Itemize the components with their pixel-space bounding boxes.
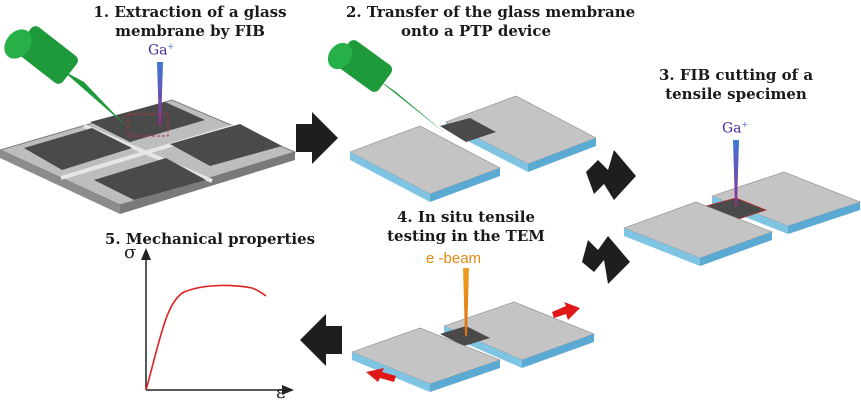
step-3-title: 3. FIB cutting of a tensile specimen xyxy=(636,66,836,104)
step-2-line-1: Transfer of the glass membrane xyxy=(366,3,636,21)
ga-ion-charge-1: + xyxy=(167,42,175,51)
membrane-front xyxy=(94,158,206,200)
membrane-back xyxy=(90,102,205,142)
step-1-line-2: membrane by FIB xyxy=(115,22,265,40)
electron-beam-label: e -beam xyxy=(426,250,482,267)
step-3-line-1: FIB cutting of a xyxy=(679,66,814,84)
ga-ion-symbol-3: Ga xyxy=(722,120,742,137)
x-axis-arrowhead xyxy=(282,385,294,395)
step-4-line-2: testing in the TEM xyxy=(387,227,545,245)
step-3-line-2: tensile specimen xyxy=(665,85,807,103)
ga-ion-label-1: Ga+ xyxy=(148,42,174,59)
arrow-2-to-3 xyxy=(586,150,636,200)
membrane-right xyxy=(170,124,282,166)
force-arrow-left xyxy=(366,368,396,382)
force-arrow-right xyxy=(552,302,580,320)
manipulator-needle-1 xyxy=(4,26,126,126)
ptp-device-4 xyxy=(351,301,595,392)
ga-beam-3 xyxy=(733,140,739,206)
arrow-4-to-5 xyxy=(300,314,342,366)
extraction-site xyxy=(127,113,169,137)
step-2-title: 2. Transfer of the glass membrane onto a… xyxy=(346,3,635,41)
arrow-3-to-4 xyxy=(582,236,630,284)
step-1-line-1: Extraction of a glass xyxy=(114,3,287,21)
manipulator-needle-2 xyxy=(327,40,446,134)
stress-strain-plot xyxy=(141,248,294,395)
step-3-number: 3. xyxy=(658,66,675,84)
ga-ion-symbol-1: Ga xyxy=(148,42,168,59)
ga-ion-charge-3: + xyxy=(741,120,749,129)
ga-ion-label-3: Ga+ xyxy=(722,120,748,137)
membrane-left xyxy=(24,128,132,170)
step-4-title: 4. In situ tensile testing in the TEM xyxy=(366,208,566,246)
strain-axis-label: ε xyxy=(276,382,286,403)
step-1-title: 1. Extraction of a glass membrane by FIB xyxy=(60,3,320,41)
ptp-device-2 xyxy=(349,95,597,202)
electron-beam xyxy=(463,268,469,336)
step-1-number: 1. xyxy=(93,3,110,21)
step-5-title: 5. Mechanical properties xyxy=(90,230,330,249)
step-4-line-1: In situ tensile xyxy=(417,208,535,226)
glass-substrate xyxy=(0,99,297,214)
step-4-number: 4. xyxy=(396,208,413,226)
arrow-1-to-2 xyxy=(296,112,338,164)
step-5-number: 5. xyxy=(104,230,121,248)
y-axis-arrowhead xyxy=(141,248,151,260)
step-5-line-1: Mechanical properties xyxy=(125,230,316,248)
stress-strain-curve xyxy=(145,284,267,391)
step-2-number: 2. xyxy=(346,3,362,21)
step-2-line-2: onto a PTP device xyxy=(400,22,552,40)
ga-beam-1 xyxy=(157,62,163,126)
ptp-device-3 xyxy=(623,171,861,266)
stress-axis-label: σ xyxy=(124,242,137,263)
